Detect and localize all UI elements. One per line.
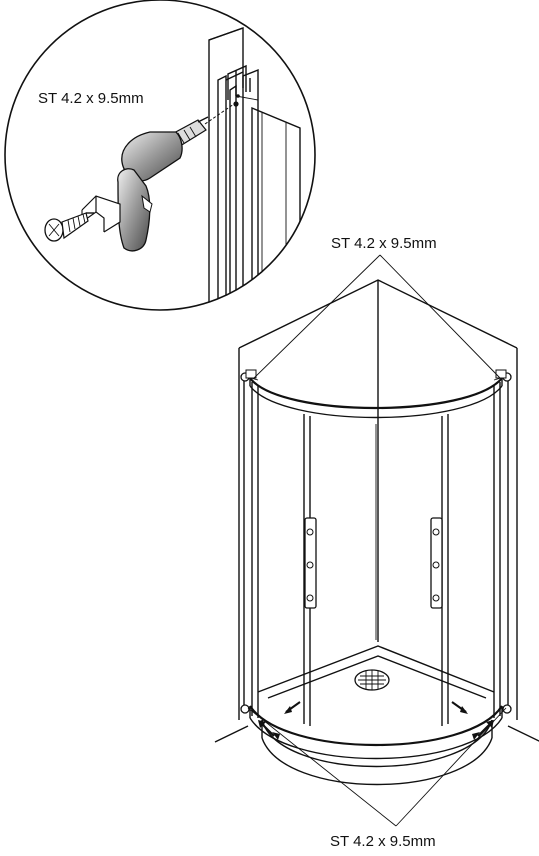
- direction-arrows: [258, 701, 494, 740]
- shower-enclosure: ST 4.2 x 9.5mm ST 4.2 x 9.5mm: [214, 235, 539, 850]
- top-screw-label: ST 4.2 x 9.5mm: [331, 235, 437, 252]
- top-rail: [243, 375, 509, 419]
- detail-wall-profile: [208, 27, 301, 310]
- drill-guide-line: [204, 103, 235, 125]
- shower-tray: [249, 645, 503, 786]
- corner-screws: [240, 369, 512, 714]
- drill-icon: [81, 116, 209, 252]
- right-door-handle: [430, 517, 443, 609]
- side-frames: [243, 378, 509, 718]
- bottom-screw-label: ST 4.2 x 9.5mm: [330, 833, 436, 850]
- detail-circle: ST 4.2 x 9.5mm: [4, 0, 316, 311]
- drain-icon: [354, 669, 390, 691]
- detail-screw-label: ST 4.2 x 9.5mm: [38, 90, 144, 107]
- enclosure-walls: [214, 279, 539, 743]
- screw-icon: [44, 212, 94, 242]
- top-label-pointers: [253, 254, 501, 379]
- left-door-handle: [304, 517, 317, 609]
